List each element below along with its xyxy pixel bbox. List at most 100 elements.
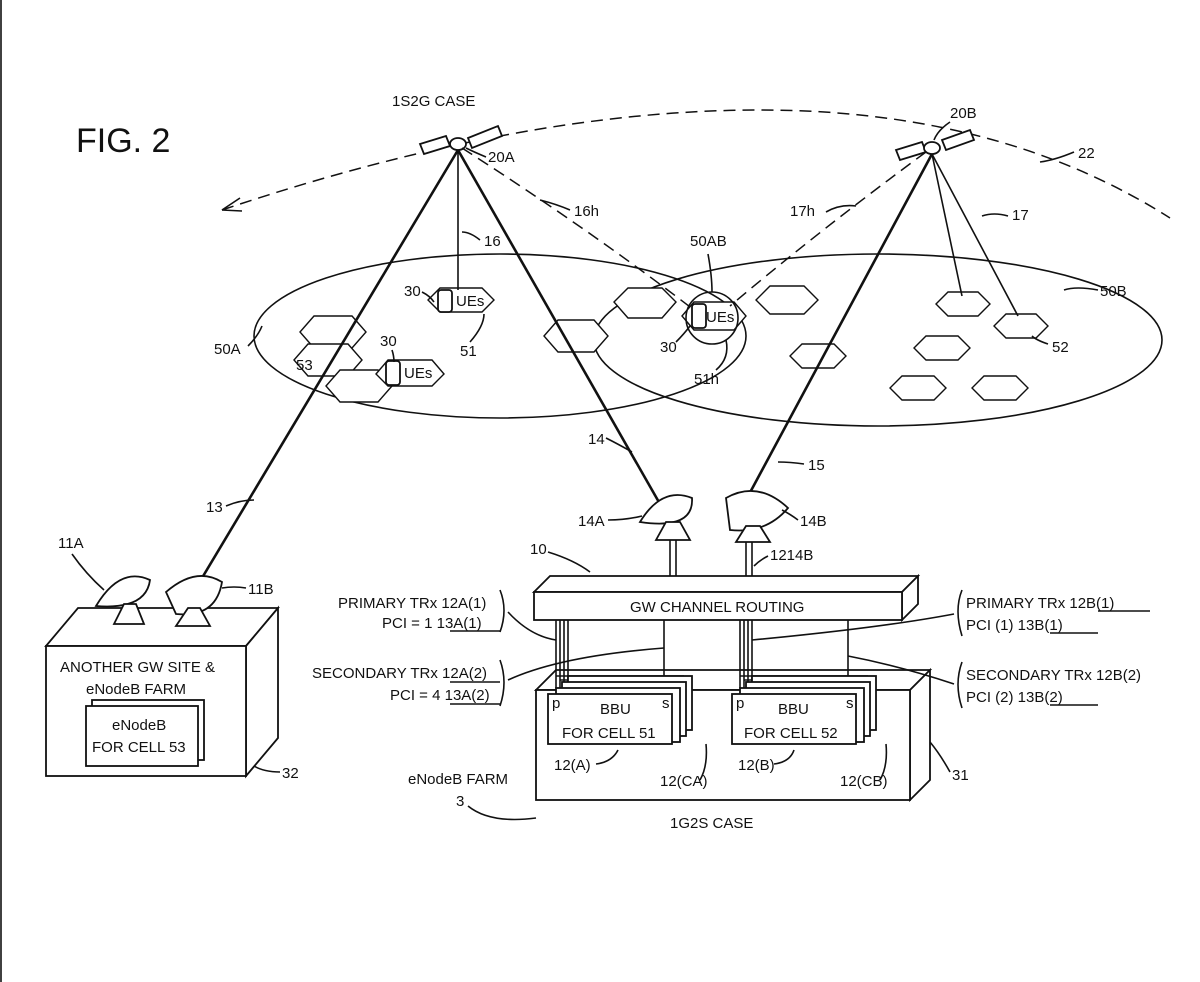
ue-label-3: UEs: [706, 309, 734, 326]
link-14-ref: 14: [588, 431, 605, 448]
ue-ref-1-leader: [421, 291, 435, 303]
link-14-leader: [605, 437, 633, 453]
beam-17h-ref: 17h: [790, 203, 815, 220]
link-15-ref: 15: [808, 457, 825, 474]
bbu-a-ref-c: 12(CA): [660, 773, 708, 790]
other-site-line1: ANOTHER GW SITE &: [60, 659, 215, 676]
bbu-a-ref: 12(A): [554, 757, 591, 774]
bbu-a-s: s: [662, 695, 670, 712]
satellite-icon-20A: [418, 124, 504, 156]
ue-ref-2: 30: [380, 333, 397, 350]
case-bottom-label: 1G2S CASE: [670, 815, 753, 832]
trx-left-pci-primary: PCI = 1 13A(1): [382, 615, 482, 632]
orbit-leader: [1039, 151, 1075, 163]
bbu-a-title: BBU: [600, 701, 631, 718]
sat-b-leader: [933, 121, 951, 141]
trx-left-primary-brace: [499, 589, 505, 633]
cell-51-ref: 51: [460, 343, 477, 360]
other-site-enb1: eNodeB: [112, 717, 166, 734]
cell-51h-ref: 51h: [694, 371, 719, 388]
bbu-b-cell: FOR CELL 52: [744, 725, 838, 742]
beam-17-ref: 17: [1012, 207, 1029, 224]
trx-left-secondary: SECONDARY TRx 12A(2): [312, 665, 487, 682]
orbit-arc: [221, 109, 1171, 219]
coverage-50A-ref: 50A: [214, 341, 241, 358]
trx-left-secondary-brace: [499, 659, 505, 707]
ue-ref-2-leader: [391, 349, 395, 363]
dish-icon-14A: [638, 494, 693, 541]
farm-num: 3: [456, 793, 464, 810]
beam-16-ref: 16: [484, 233, 501, 250]
case-top-label: 1S2G CASE: [392, 93, 475, 110]
cell-52-ref: 52: [1052, 339, 1069, 356]
ue-label-1: UEs: [456, 293, 484, 310]
dish-icon-11A: [94, 575, 151, 625]
dish-11B-leader: [221, 586, 247, 589]
ue-group-2: [375, 359, 445, 387]
other-site-line2: eNodeB FARM: [86, 681, 186, 698]
cell-51-leader: [469, 313, 485, 343]
dish-14B-leader: [781, 509, 799, 521]
trx-right-pci-secondary: PCI (2) 13B(2): [966, 689, 1063, 706]
farm-ref: 31: [952, 767, 969, 784]
coverage-50A: [253, 253, 747, 419]
ue-ref-3-leader: [675, 325, 691, 343]
other-site-enb2: FOR CELL 53: [92, 739, 186, 756]
dish-11A-leader: [71, 553, 105, 591]
bbu-a-cell: FOR CELL 51: [562, 725, 656, 742]
trx-right-secondary: SECONDARY TRx 12B(2): [966, 667, 1141, 684]
ue-ref-3: 30: [660, 339, 677, 356]
coverage-50B-leader: [1063, 287, 1099, 291]
dish-11A-ref: 11A: [58, 535, 84, 552]
trx-left-secondary-leader: [507, 647, 665, 681]
sat-b-ref: 20B: [950, 105, 977, 122]
beam-16-leader: [461, 231, 481, 241]
sat-a-leader: [465, 147, 487, 158]
bbu-b-ref-c-leader: [879, 743, 888, 781]
bbu-b-ref-c: 12(CB): [840, 773, 888, 790]
orbit-ref: 22: [1078, 145, 1095, 162]
link-13-ref: 13: [206, 499, 223, 516]
gw-bus-ref: 1214B: [770, 547, 813, 564]
cell-52-leader: [1031, 335, 1049, 345]
bbu-b-ref-leader: [773, 749, 795, 765]
satellite-icon-20B: [894, 128, 976, 162]
bbu-a-p: p: [552, 695, 560, 712]
dish-14A-ref: 14A: [578, 513, 605, 530]
trx-left-pci-secondary: PCI = 4 13A(2): [390, 687, 490, 704]
other-gw-site-box: [44, 605, 280, 779]
gw-routing-bar: [531, 573, 921, 623]
beam-16h-leader: [539, 199, 571, 211]
bbu-b-s: s: [846, 695, 854, 712]
dish-14A-leader: [607, 515, 643, 521]
coverage-50B-ref: 50B: [1100, 283, 1127, 300]
trx-right-secondary-leader: [847, 655, 955, 685]
trx-right-primary-brace: [957, 589, 963, 637]
link-15-leader: [777, 461, 805, 465]
trx-right-secondary-brace: [957, 661, 963, 709]
beam-17b: [931, 153, 1019, 317]
farm-label: eNodeB FARM: [408, 771, 508, 788]
trx-left-primary-leader: [507, 611, 557, 641]
orbit-arrowhead: [221, 197, 243, 212]
dish-14B-ref: 14B: [800, 513, 827, 530]
sat-a-ref: 20A: [488, 149, 515, 166]
bbu-b-p: p: [736, 695, 744, 712]
beam-17-leader: [981, 213, 1009, 217]
beam-16h: [461, 147, 695, 311]
coverage-50AB-ref: 50AB: [690, 233, 727, 250]
gw-ref: 10: [530, 541, 547, 558]
bbu-a-ref-leader: [595, 749, 619, 765]
farm-ref-leader: [929, 741, 951, 773]
cell-hexes: [293, 285, 1049, 403]
gw-ref-leader: [547, 551, 591, 573]
bbu-a-ref-c-leader: [699, 743, 708, 781]
trx-right-primary-leader: [751, 613, 955, 641]
cell-51h-leader: [715, 339, 728, 371]
feeder-link-13: [194, 149, 460, 589]
beam-17h-leader: [825, 204, 857, 213]
ue-ref-1: 30: [404, 283, 421, 300]
farm-num-leader: [467, 805, 537, 821]
beam-16h-ref: 16h: [574, 203, 599, 220]
